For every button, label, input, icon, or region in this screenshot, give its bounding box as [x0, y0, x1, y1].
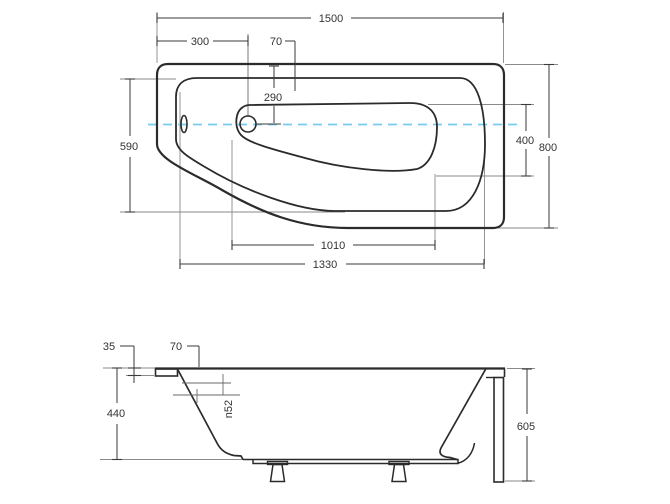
dim-overall-width: 800 — [539, 63, 557, 229]
interior-left-wall — [177, 369, 244, 460]
dim-label-290: 290 — [264, 92, 282, 104]
dim-drain-offset-x: 300 — [156, 36, 249, 48]
dim-left-side-width: 590 — [120, 78, 138, 213]
dim-label-70-side: 70 — [170, 341, 182, 353]
tub-inner-rim — [175, 77, 486, 212]
adjustable-foot-left — [266, 460, 289, 483]
dim-label-70: 70 — [270, 36, 282, 48]
extension-lines-plan — [120, 12, 558, 264]
dim-label-440: 440 — [107, 408, 125, 420]
dim-rim-inset: 70 — [270, 36, 296, 91]
dim-basin-width: 400 — [516, 103, 534, 177]
overflow-hole — [180, 114, 188, 134]
dim-overflow-diameter: n52 — [173, 374, 240, 418]
plan-view: 1500 300 70 290 590 — [120, 12, 558, 271]
dim-label-605: 605 — [517, 421, 535, 433]
dim-label-n52: n52 — [223, 400, 235, 418]
dim-overall-height: 605 — [517, 368, 535, 482]
tub-outer-rim — [155, 62, 506, 230]
dim-label-1010: 1010 — [321, 240, 345, 252]
dim-label-300: 300 — [191, 36, 209, 48]
dim-tub-depth: 440 — [107, 367, 125, 461]
dim-rim-inner-length: 1330 — [179, 259, 485, 271]
dim-label-800: 800 — [539, 142, 557, 154]
dim-rim-lip-height: 35 — [103, 341, 141, 383]
interior-right-wall — [439, 368, 487, 461]
dim-label-35: 35 — [103, 341, 115, 353]
side-view: 35 70 440 n52 — [100, 341, 535, 483]
shell-right-curve — [456, 442, 476, 465]
dim-label-1500: 1500 — [319, 13, 343, 25]
support-panel — [493, 376, 505, 483]
dim-label-590: 590 — [120, 141, 138, 153]
dim-overall-length: 1500 — [156, 13, 504, 25]
dim-drain-offset-y: 290 — [264, 65, 282, 123]
adjustable-foot-right — [388, 460, 410, 483]
dim-label-400: 400 — [516, 135, 534, 147]
dim-rim-width: 70 — [170, 341, 200, 367]
dim-label-1330: 1330 — [313, 259, 337, 271]
tub-basin — [235, 102, 438, 172]
dim-basin-length: 1010 — [231, 240, 436, 252]
tub-profile — [154, 367, 506, 483]
rim-left-section — [154, 368, 179, 377]
